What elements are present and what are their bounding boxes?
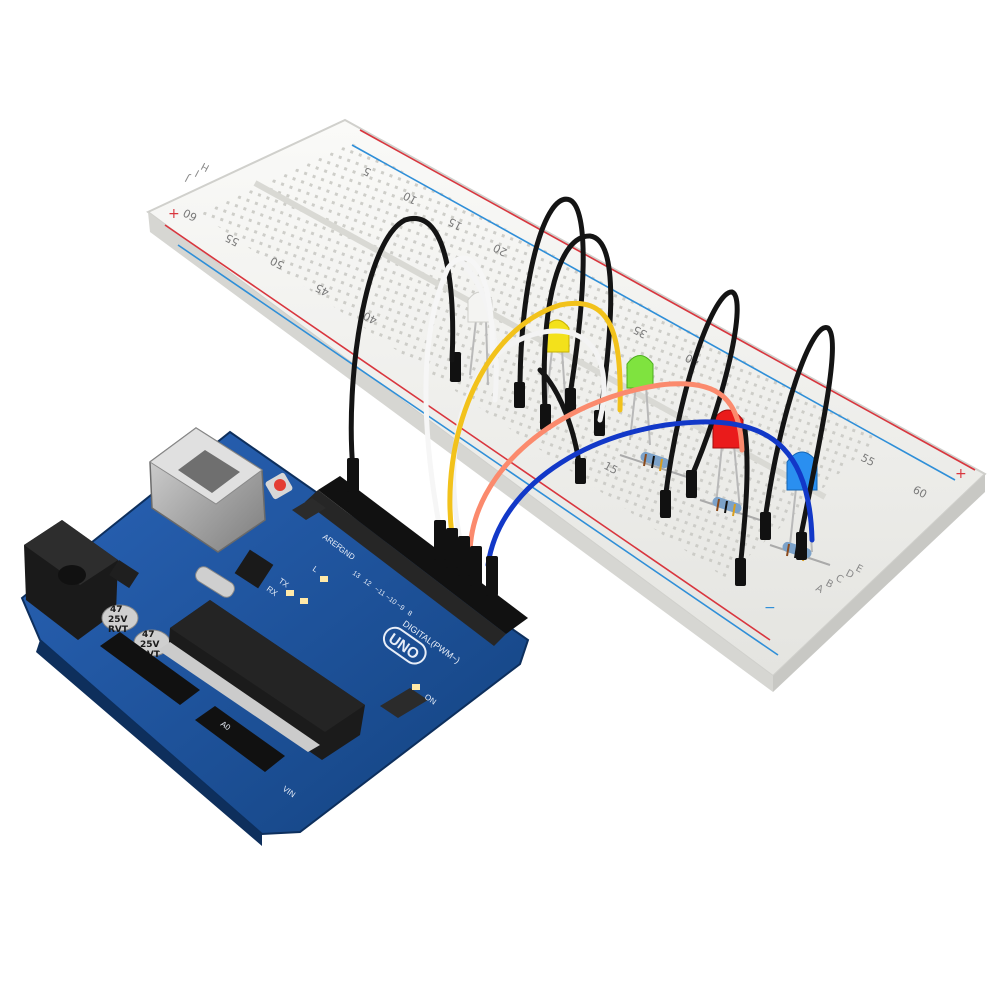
tx-led xyxy=(286,590,294,596)
icsp-header[interactable] xyxy=(292,498,428,718)
bb-num-35: 35 xyxy=(631,323,649,341)
resistor-1 xyxy=(619,451,691,479)
bb-num-10: 10 xyxy=(401,189,419,207)
row-letter-e: E xyxy=(854,563,865,576)
breadboard-near-numbers: 15 55 60 xyxy=(602,451,929,501)
bb-num-15: 15 xyxy=(446,215,464,233)
rx-led xyxy=(300,598,308,604)
usb-connector xyxy=(149,427,266,553)
pin-label-13: 13 xyxy=(351,570,361,580)
jumper-black-4 xyxy=(762,325,835,543)
jumper-black-gnd xyxy=(348,215,456,473)
bb-num-near-15: 15 xyxy=(602,459,620,477)
bb-num-60: 60 xyxy=(181,206,199,224)
power-header[interactable] xyxy=(100,632,285,772)
bb-num-40: 40 xyxy=(361,309,379,327)
breadboard-side xyxy=(773,474,985,692)
bb-num-50: 50 xyxy=(268,254,286,272)
cap2-text-2: 25V xyxy=(140,640,160,650)
jumper-black-2 xyxy=(541,233,614,423)
row-letter-c: C xyxy=(834,573,845,586)
jumper-orange xyxy=(467,381,745,558)
regulator xyxy=(109,559,139,589)
l-label: L xyxy=(311,564,320,574)
reset-button[interactable] xyxy=(264,472,293,500)
row-letter-i: I xyxy=(194,167,202,178)
arduino-wire-tips xyxy=(347,458,498,596)
capacitor-1: 47 25V RVT xyxy=(101,604,139,635)
pin-label-9: ~9 xyxy=(395,602,406,612)
jumper-black-1 xyxy=(517,196,586,398)
pin-label-12: 12 xyxy=(362,578,372,588)
cap1-text-1: 47 xyxy=(110,605,123,615)
rail-blue-bottom xyxy=(177,244,779,656)
pin-label-8: 8 xyxy=(406,610,413,618)
row-letter-b: B xyxy=(824,578,835,591)
on-led xyxy=(412,684,420,690)
arduino-jumpers xyxy=(348,215,815,568)
cap1-text-3: RVT xyxy=(108,625,129,635)
cap2-text-1: 47 xyxy=(142,630,155,640)
crystal-oscillator xyxy=(195,566,235,598)
breadboard-holes-far xyxy=(200,143,880,578)
usb-chip xyxy=(234,549,274,589)
rail-minus-sign-right: − xyxy=(764,600,776,616)
bb-num-20: 20 xyxy=(491,241,509,259)
jumper-blue xyxy=(485,419,815,568)
rail-red-bottom xyxy=(164,224,771,641)
jumper-yellow xyxy=(447,300,623,538)
jumper-white-1 xyxy=(423,255,495,533)
bb-num-55: 55 xyxy=(223,231,241,249)
bb-num-near-60: 60 xyxy=(911,483,929,501)
digital-header[interactable] xyxy=(305,476,528,646)
atmega-chip[interactable] xyxy=(158,600,365,760)
breadboard-top-numbers: 60 55 50 45 40 5 10 15 20 35 40 xyxy=(181,164,701,369)
row-letter-a: A xyxy=(814,583,825,596)
wire-tips xyxy=(450,352,807,586)
rail-plus-sign-left: + xyxy=(168,206,180,222)
resistor-2 xyxy=(699,496,761,521)
rail-red-top xyxy=(359,129,976,471)
l-led xyxy=(320,576,328,582)
arduino-uno-board: 47 25V RVT 47 25V RVT xyxy=(20,427,530,846)
power-jack xyxy=(24,520,118,640)
jumper-black-3 xyxy=(662,289,740,503)
led-green xyxy=(626,355,654,446)
board-pcb-edge xyxy=(36,640,262,846)
row-letter-h: H xyxy=(200,160,212,173)
row-letter-j: J xyxy=(184,172,193,184)
rail-plus-sign-right: + xyxy=(955,466,967,482)
board-pcb xyxy=(20,430,530,836)
cap1-text-2: 25V xyxy=(108,615,128,625)
bb-num-45: 45 xyxy=(313,281,331,299)
bb-num-near-55: 55 xyxy=(859,451,877,469)
rail-blue-top xyxy=(351,144,956,481)
jumper-black-6 xyxy=(737,427,750,573)
